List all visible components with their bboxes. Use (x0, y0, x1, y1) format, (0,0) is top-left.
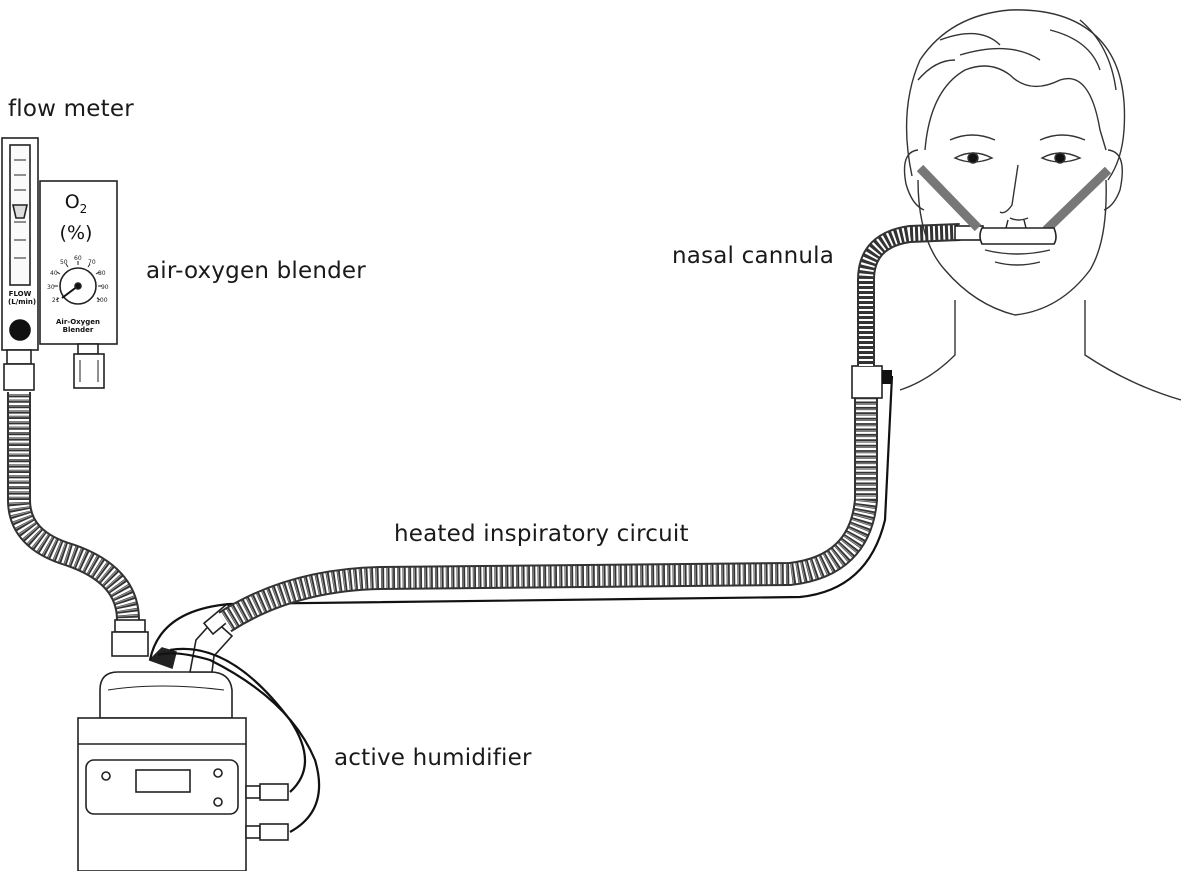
o2-symbol: O (64, 191, 80, 213)
dial-tick-label: 70 (88, 258, 96, 266)
flow-meter-label: flow meter (8, 96, 134, 122)
dial-tick-label: 60 (74, 255, 82, 262)
heated-inspiratory-circuit (218, 223, 984, 633)
blender-caption-line1: Air-Oxygen (56, 318, 100, 326)
blender-caption-line2: Blender (62, 326, 94, 334)
flow-meter (1, 137, 39, 391)
dial-tick-label: 30 (47, 283, 55, 291)
active-humidifier (77, 602, 289, 871)
dial-tick-label: 21 (51, 297, 60, 305)
percent-unit: (%) (59, 221, 93, 244)
dial-tick-label: 100 (96, 297, 108, 305)
o2-percent-label: O2 (%) (46, 190, 106, 245)
heated-inspiratory-circuit-label: heated inspiratory circuit (394, 521, 689, 547)
flow-caption: FLOW (L/min) (8, 290, 36, 306)
flow-caption-line1: FLOW (8, 290, 32, 298)
dial-tick-label: 90 (100, 283, 109, 291)
air-oxygen-blender-label: air-oxygen blender (146, 258, 366, 284)
supply-tubing (7, 392, 140, 621)
flow-knob (9, 319, 31, 341)
air-oxygen-blender (39, 180, 118, 389)
nasal-cannula-label: nasal cannula (672, 243, 835, 269)
nasal-cannula (916, 164, 1112, 245)
dial-tick-label: 80 (97, 269, 106, 277)
blender-caption: Air-Oxygen Blender (48, 318, 108, 334)
flow-caption-line2: (L/min) (8, 298, 37, 306)
patient-head (899, 9, 1181, 401)
o2-subscript: 2 (79, 201, 88, 216)
active-humidifier-label: active humidifier (334, 745, 532, 771)
heater-cables (148, 375, 894, 833)
dial-tick-label: 40 (50, 269, 58, 277)
dial-tick-label: 50 (59, 258, 68, 266)
humidifier-display (135, 769, 191, 793)
